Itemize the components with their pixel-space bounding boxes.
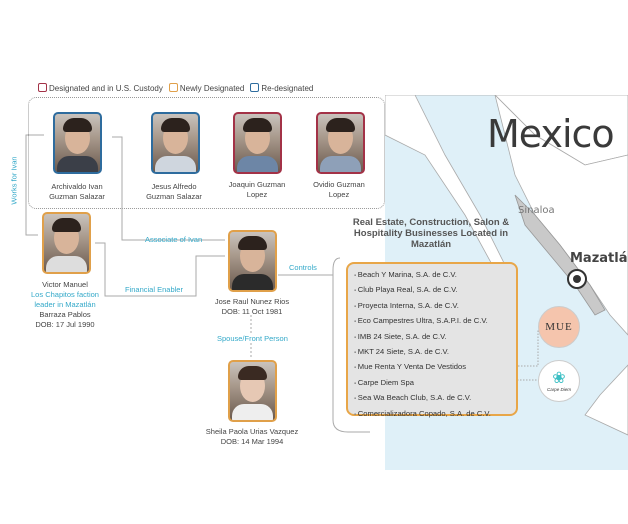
carpe-diem-logo: ❀ Carpe Diem bbox=[538, 360, 580, 402]
businesses-box: Beach Y Marina, S.A. de C.V. Club Playa … bbox=[346, 262, 518, 418]
photo-jose bbox=[228, 230, 277, 292]
business-item: Sea Wa Beach Club, S.A. de C.V. bbox=[354, 391, 516, 406]
legend: Designated and in U.S. Custody Newly Des… bbox=[38, 83, 313, 93]
state-label: Sinaloa bbox=[518, 205, 555, 216]
photo-victor bbox=[42, 212, 91, 274]
works-for-label: Works for Ivan bbox=[9, 156, 19, 205]
legend-custody: Designated and in U.S. Custody bbox=[38, 83, 163, 93]
country-label: Mexico bbox=[487, 112, 615, 156]
business-item: Mue Renta Y Venta De Vestidos bbox=[354, 360, 516, 375]
business-item: Eco Campestres Ultra, S.A.P.I. de C.V. bbox=[354, 314, 516, 329]
photo-sheila bbox=[228, 360, 277, 422]
city-marker-icon bbox=[567, 269, 587, 289]
associate-label: Associate of Ivan bbox=[145, 235, 203, 244]
chapitos-group-box bbox=[28, 97, 385, 209]
victor-role: Los Chapitos faction leader in Mazatlán bbox=[31, 290, 99, 309]
business-item: Proyecta Interna, S.A. de C.V. bbox=[354, 299, 516, 314]
controls-label: Controls bbox=[289, 263, 317, 272]
mue-logo: MUE bbox=[538, 306, 580, 348]
business-item: Carpe Diem Spa bbox=[354, 376, 516, 391]
business-item: Club Playa Real, S.A. de C.V. bbox=[354, 283, 516, 298]
business-item: Beach Y Marina, S.A. de C.V. bbox=[354, 268, 516, 283]
lotus-icon: ❀ bbox=[552, 369, 566, 387]
business-item: MKT 24 Siete, S.A. de C.V. bbox=[354, 345, 516, 360]
business-item: IMB 24 Siete, S.A. de C.V. bbox=[354, 330, 516, 345]
spouse-label: Spouse/Front Person bbox=[217, 334, 288, 343]
city-label: Mazatlán bbox=[570, 251, 628, 266]
photo-joaquin bbox=[233, 112, 282, 174]
legend-re: Re-designated bbox=[250, 83, 313, 93]
enabler-label: Financial Enabler bbox=[125, 285, 183, 294]
photo-ovidio bbox=[316, 112, 365, 174]
photo-archivaldo bbox=[53, 112, 102, 174]
businesses-title: Real Estate, Construction, Salon & Hospi… bbox=[352, 217, 510, 250]
name-victor: Victor Manuel Los Chapitos faction leade… bbox=[31, 280, 99, 329]
legend-new: Newly Designated bbox=[168, 83, 244, 93]
photo-jesus bbox=[151, 112, 200, 174]
business-item: Comercializadora Copado, S.A. de C.V. bbox=[354, 407, 516, 422]
